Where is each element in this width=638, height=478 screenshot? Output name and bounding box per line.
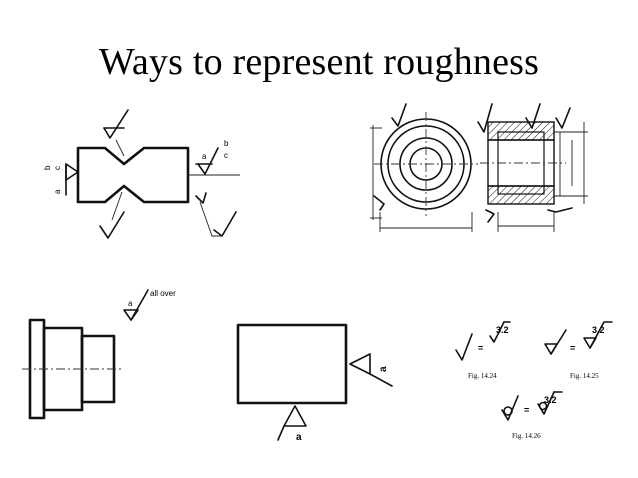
roughness-symbol-left: a b c xyxy=(43,163,79,196)
label-a-below: a xyxy=(296,432,302,443)
roughness-symbol-leader xyxy=(195,192,237,237)
fig-14-24-caption: Fig. 14.24 xyxy=(468,372,497,380)
all-over-note: all over xyxy=(150,289,176,298)
fig-14-25-caption: Fig. 14.25 xyxy=(570,372,599,380)
fig-14-26-caption: Fig. 14.26 xyxy=(512,432,541,440)
slide-title: Ways to represent roughness xyxy=(98,41,540,83)
roughness-symbol-top xyxy=(103,109,129,157)
rectangle-part: a a xyxy=(236,323,393,443)
equals-2: = xyxy=(570,343,575,353)
notched-block-drawing: a b c a b c xyxy=(43,109,240,239)
roughness-symbol-side: a xyxy=(349,353,393,387)
value-3: 3.2 xyxy=(544,395,557,405)
label-c-left: c xyxy=(53,166,62,170)
roughness-symbol-right: a b c xyxy=(188,139,240,176)
all-over-symbol: a all over xyxy=(123,289,176,321)
ring-end-view xyxy=(370,103,478,232)
equals-1: = xyxy=(478,343,483,353)
label-b-left: b xyxy=(43,165,52,170)
value-1: 3.2 xyxy=(496,325,509,335)
label-a-allover: a xyxy=(128,299,133,308)
equals-3: = xyxy=(524,405,529,415)
roughness-symbol-below: a xyxy=(277,405,307,443)
symbol-equivalences: = 3.2 Fig. 14.24 = 3.2 Fig. 14.25 = 3.2 … xyxy=(455,321,613,440)
label-b-right: b xyxy=(224,139,229,148)
sectioned-bush xyxy=(477,103,588,232)
label-a-right: a xyxy=(202,152,207,161)
value-2: 3.2 xyxy=(592,325,605,335)
roughness-symbol-bottom xyxy=(99,191,125,239)
label-c-right: c xyxy=(224,151,228,160)
stepped-shaft: a all over xyxy=(22,289,176,420)
label-a-side: a xyxy=(378,366,389,372)
label-a-left: a xyxy=(53,189,62,194)
